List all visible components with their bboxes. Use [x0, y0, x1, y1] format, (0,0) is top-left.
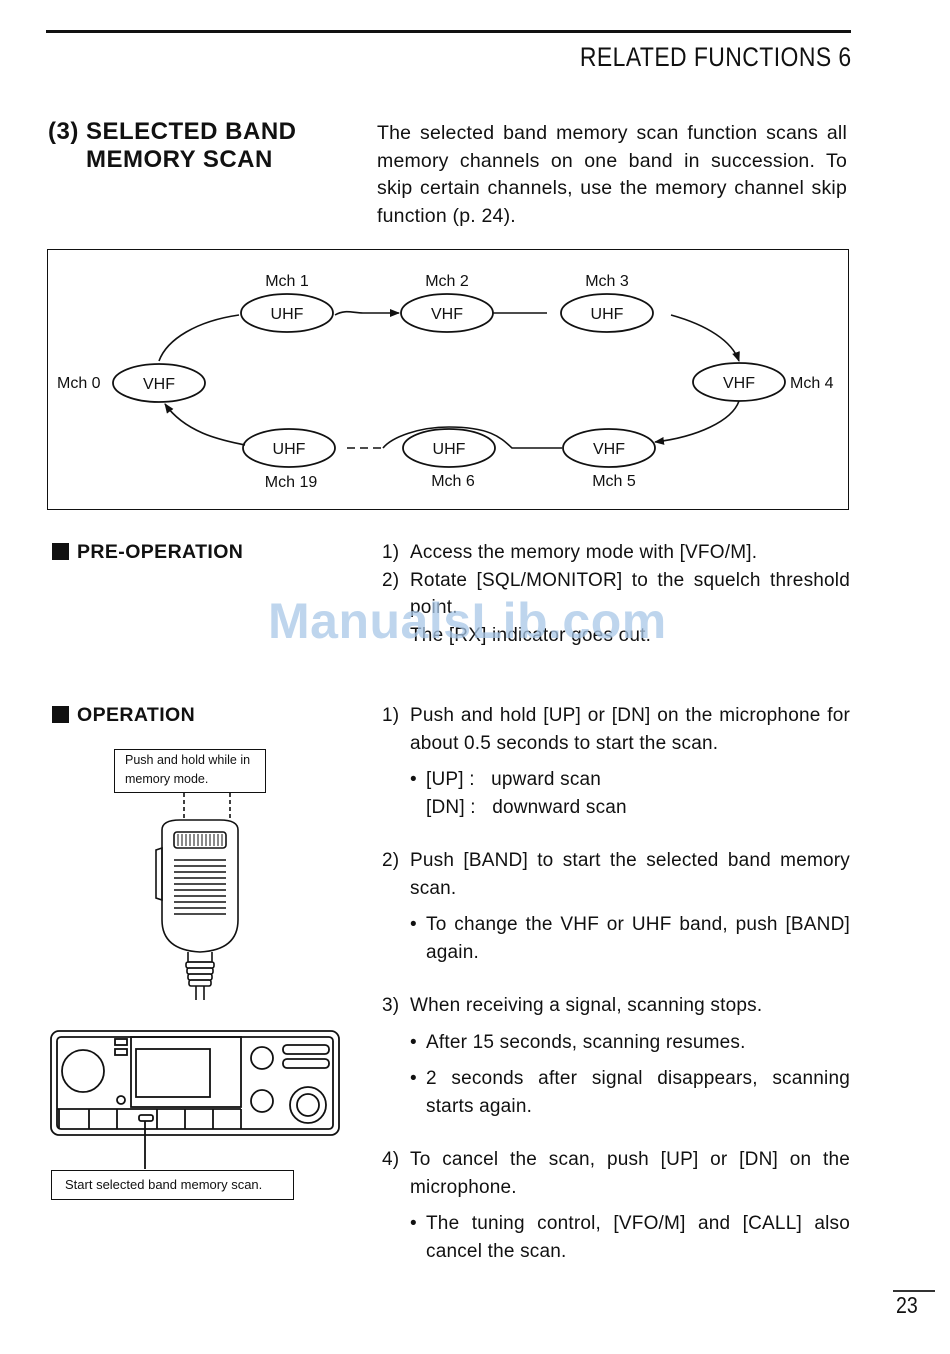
node-label-mch4: Mch 4 [790, 375, 834, 392]
op-step-2: 2) Push [BAND] to start the selected ban… [382, 850, 850, 899]
node-band-mch6: UHF [433, 441, 466, 458]
op-step-1-bullet-1: •[UP] : upward scan [410, 769, 602, 790]
mic-callout: Push and hold while in memory mode. [114, 749, 266, 793]
op-step-1: 1) Push and hold [UP] or [DN] on the mic… [382, 705, 850, 754]
path-0-1 [158, 314, 240, 362]
node-label-mch0: Mch 0 [57, 375, 101, 392]
node-band-mch4: VHF [723, 375, 755, 392]
pre-operation-heading: PRE-OPERATION [52, 541, 243, 564]
scan-diagram-frame [47, 249, 849, 510]
intro-paragraph: The selected band memory scan function s… [377, 122, 847, 227]
scan-diagram: VHF Mch 0 UHF Mch 1 VHF Mch 2 UHF Mch 3 VHF Mch 4… [57, 273, 834, 491]
op-step-3-bullet-2: •2 seconds after signal disappears, scan… [410, 1068, 850, 1117]
op-step-1-bullet-2: [DN] : downward scan [426, 796, 627, 818]
node-band-mch3: UHF [591, 306, 624, 323]
title-line-2: MEMORY SCAN [86, 146, 273, 173]
operation-steps: 1) Push and hold [UP] or [DN] on the mic… [382, 702, 850, 1265]
op-step-3-bullet-1: •After 15 seconds, scanning resumes. [410, 1031, 746, 1053]
op-step-2-bullet-1: •To change the VHF or UHF band, push [BA… [410, 914, 850, 963]
pre-step-3: The [RX] indicator goes out. [410, 624, 652, 646]
op-step-4: 4) To cancel the scan, push [UP] or [DN]… [382, 1149, 850, 1198]
node-band-mch19: UHF [273, 441, 306, 458]
node-mch6 [402, 428, 496, 468]
path-4-5 [654, 400, 740, 445]
node-label-mch2: Mch 2 [425, 273, 469, 290]
node-band-mch2: VHF [431, 306, 463, 323]
node-label-mch19: Mch 19 [265, 474, 318, 491]
node-band-mch1: UHF [271, 306, 304, 323]
transceiver-illustration [50, 1030, 340, 1169]
node-label-mch3: Mch 3 [585, 273, 629, 290]
pre-step-2: 2) Rotate [SQL/MONITOR] to the squelch t… [382, 569, 850, 619]
section-header: RELATED FUNCTIONS 6 [580, 42, 852, 72]
node-mch1 [240, 293, 334, 333]
pre-operation-steps: 1) Access the memory mode with [VFO/M]. … [382, 539, 850, 649]
path-1-2 [334, 309, 400, 317]
node-mch3 [560, 293, 654, 333]
node-mch4 [692, 362, 786, 402]
title-line-1: (3) SELECTED BAND [48, 118, 297, 145]
node-mch2 [400, 293, 494, 333]
square-bullet-icon [52, 543, 69, 560]
node-mch5 [562, 428, 656, 468]
op-step-4-bullet-1: •The tuning control, [VFO/M] and [CALL] … [410, 1213, 850, 1262]
path-3-4 [670, 314, 740, 362]
op-step-3: 3) When receiving a signal, scanning sto… [382, 995, 763, 1016]
microphone-illustration [155, 793, 239, 1000]
node-mch0 [112, 363, 206, 403]
radio-callout: Start selected band memory scan. [51, 1170, 294, 1200]
top-rule [46, 30, 851, 33]
node-label-mch5: Mch 5 [592, 473, 636, 490]
watermark: ManualsLib.com [268, 593, 667, 649]
page-number: 23 [896, 1292, 918, 1318]
node-band-mch0: VHF [143, 376, 175, 393]
path-19-0 [164, 403, 246, 446]
square-bullet-icon [52, 706, 69, 723]
pre-step-1: 1) Access the memory mode with [VFO/M]. [382, 542, 758, 563]
node-label-mch1: Mch 1 [265, 273, 309, 290]
node-band-mch5: VHF [593, 441, 625, 458]
node-mch19 [242, 428, 336, 468]
path-5-6 [382, 426, 562, 449]
page-number-rule [893, 1290, 935, 1292]
section-title: (3) SELECTED BAND MEMORY SCAN [48, 118, 297, 174]
operation-heading: OPERATION [52, 704, 195, 727]
node-label-mch6: Mch 6 [431, 473, 475, 490]
